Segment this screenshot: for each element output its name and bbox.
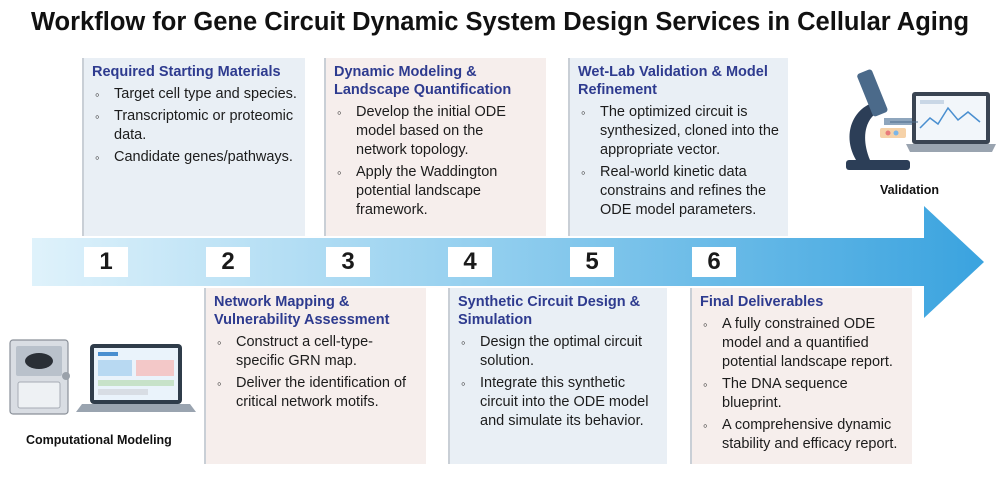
microscope-icon [846,69,918,170]
step-1-bullet: Candidate genes/pathways. [92,148,297,167]
step-2-bullet: Deliver the identification of critical n… [214,374,418,412]
step-2-heading: Network Mapping & Vulnerability Assessme… [214,294,390,328]
step-6-heading: Final Deliverables [700,294,824,310]
step-3-bullet: Apply the Waddington potential landscape… [334,163,538,220]
laptop-icon [890,92,996,152]
step-5-heading: Wet-Lab Validation & Model Refinement [578,64,768,98]
step-1-bullet: Transcriptomic or proteomic data. [92,107,297,145]
step-4-box: Synthetic Circuit Design & Simulation De… [448,288,667,464]
step-3-number: 3 [326,247,370,277]
step-2-bullet: Construct a cell-type-specific GRN map. [214,333,418,371]
step-5-bullet: Real-world kinetic data constrains and r… [578,163,780,220]
step-5-box: Wet-Lab Validation & Model Refinement Th… [568,58,788,236]
step-3-bullet: Develop the initial ODE model based on t… [334,103,538,160]
step-6-bullet: The DNA sequence blueprint. [700,375,904,413]
step-5-number: 5 [570,247,614,277]
step-4-bullet: Design the optimal circuit solution. [458,333,659,371]
step-6-number: 6 [692,247,736,277]
step-6-box: Final Deliverables A fully constrained O… [690,288,912,464]
step-3-heading: Dynamic Modeling & Landscape Quantificat… [334,64,512,98]
step-1-heading: Required Starting Materials [92,64,281,80]
step-1-bullet: Target cell type and species. [92,85,297,104]
step-5-bullet: The optimized circuit is synthesized, cl… [578,103,780,160]
step-6-bullet: A comprehensive dynamic stability and ef… [700,416,904,454]
step-4-bullet: Integrate this synthetic circuit into th… [458,374,659,431]
validation-illustration [846,69,996,170]
instrument-icon [9,339,70,415]
step-3-box: Dynamic Modeling & Landscape Quantificat… [324,58,546,236]
step-4-number: 4 [448,247,492,277]
laptop-icon [76,344,196,412]
step-2-number: 2 [206,247,250,277]
step-2-box: Network Mapping & Vulnerability Assessme… [204,288,426,464]
step-1-number: 1 [84,247,128,277]
caption-validation: Validation [880,183,940,197]
step-6-bullet: A fully constrained ODE model and a quan… [700,315,904,372]
diagram-title: Workflow for Gene Circuit Dynamic System… [30,8,970,36]
computational-illustration [9,339,196,415]
caption-computational-modeling: Computational Modeling [26,433,172,447]
step-4-heading: Synthetic Circuit Design & Simulation [458,294,641,328]
step-1-box: Required Starting Materials Target cell … [82,58,305,236]
